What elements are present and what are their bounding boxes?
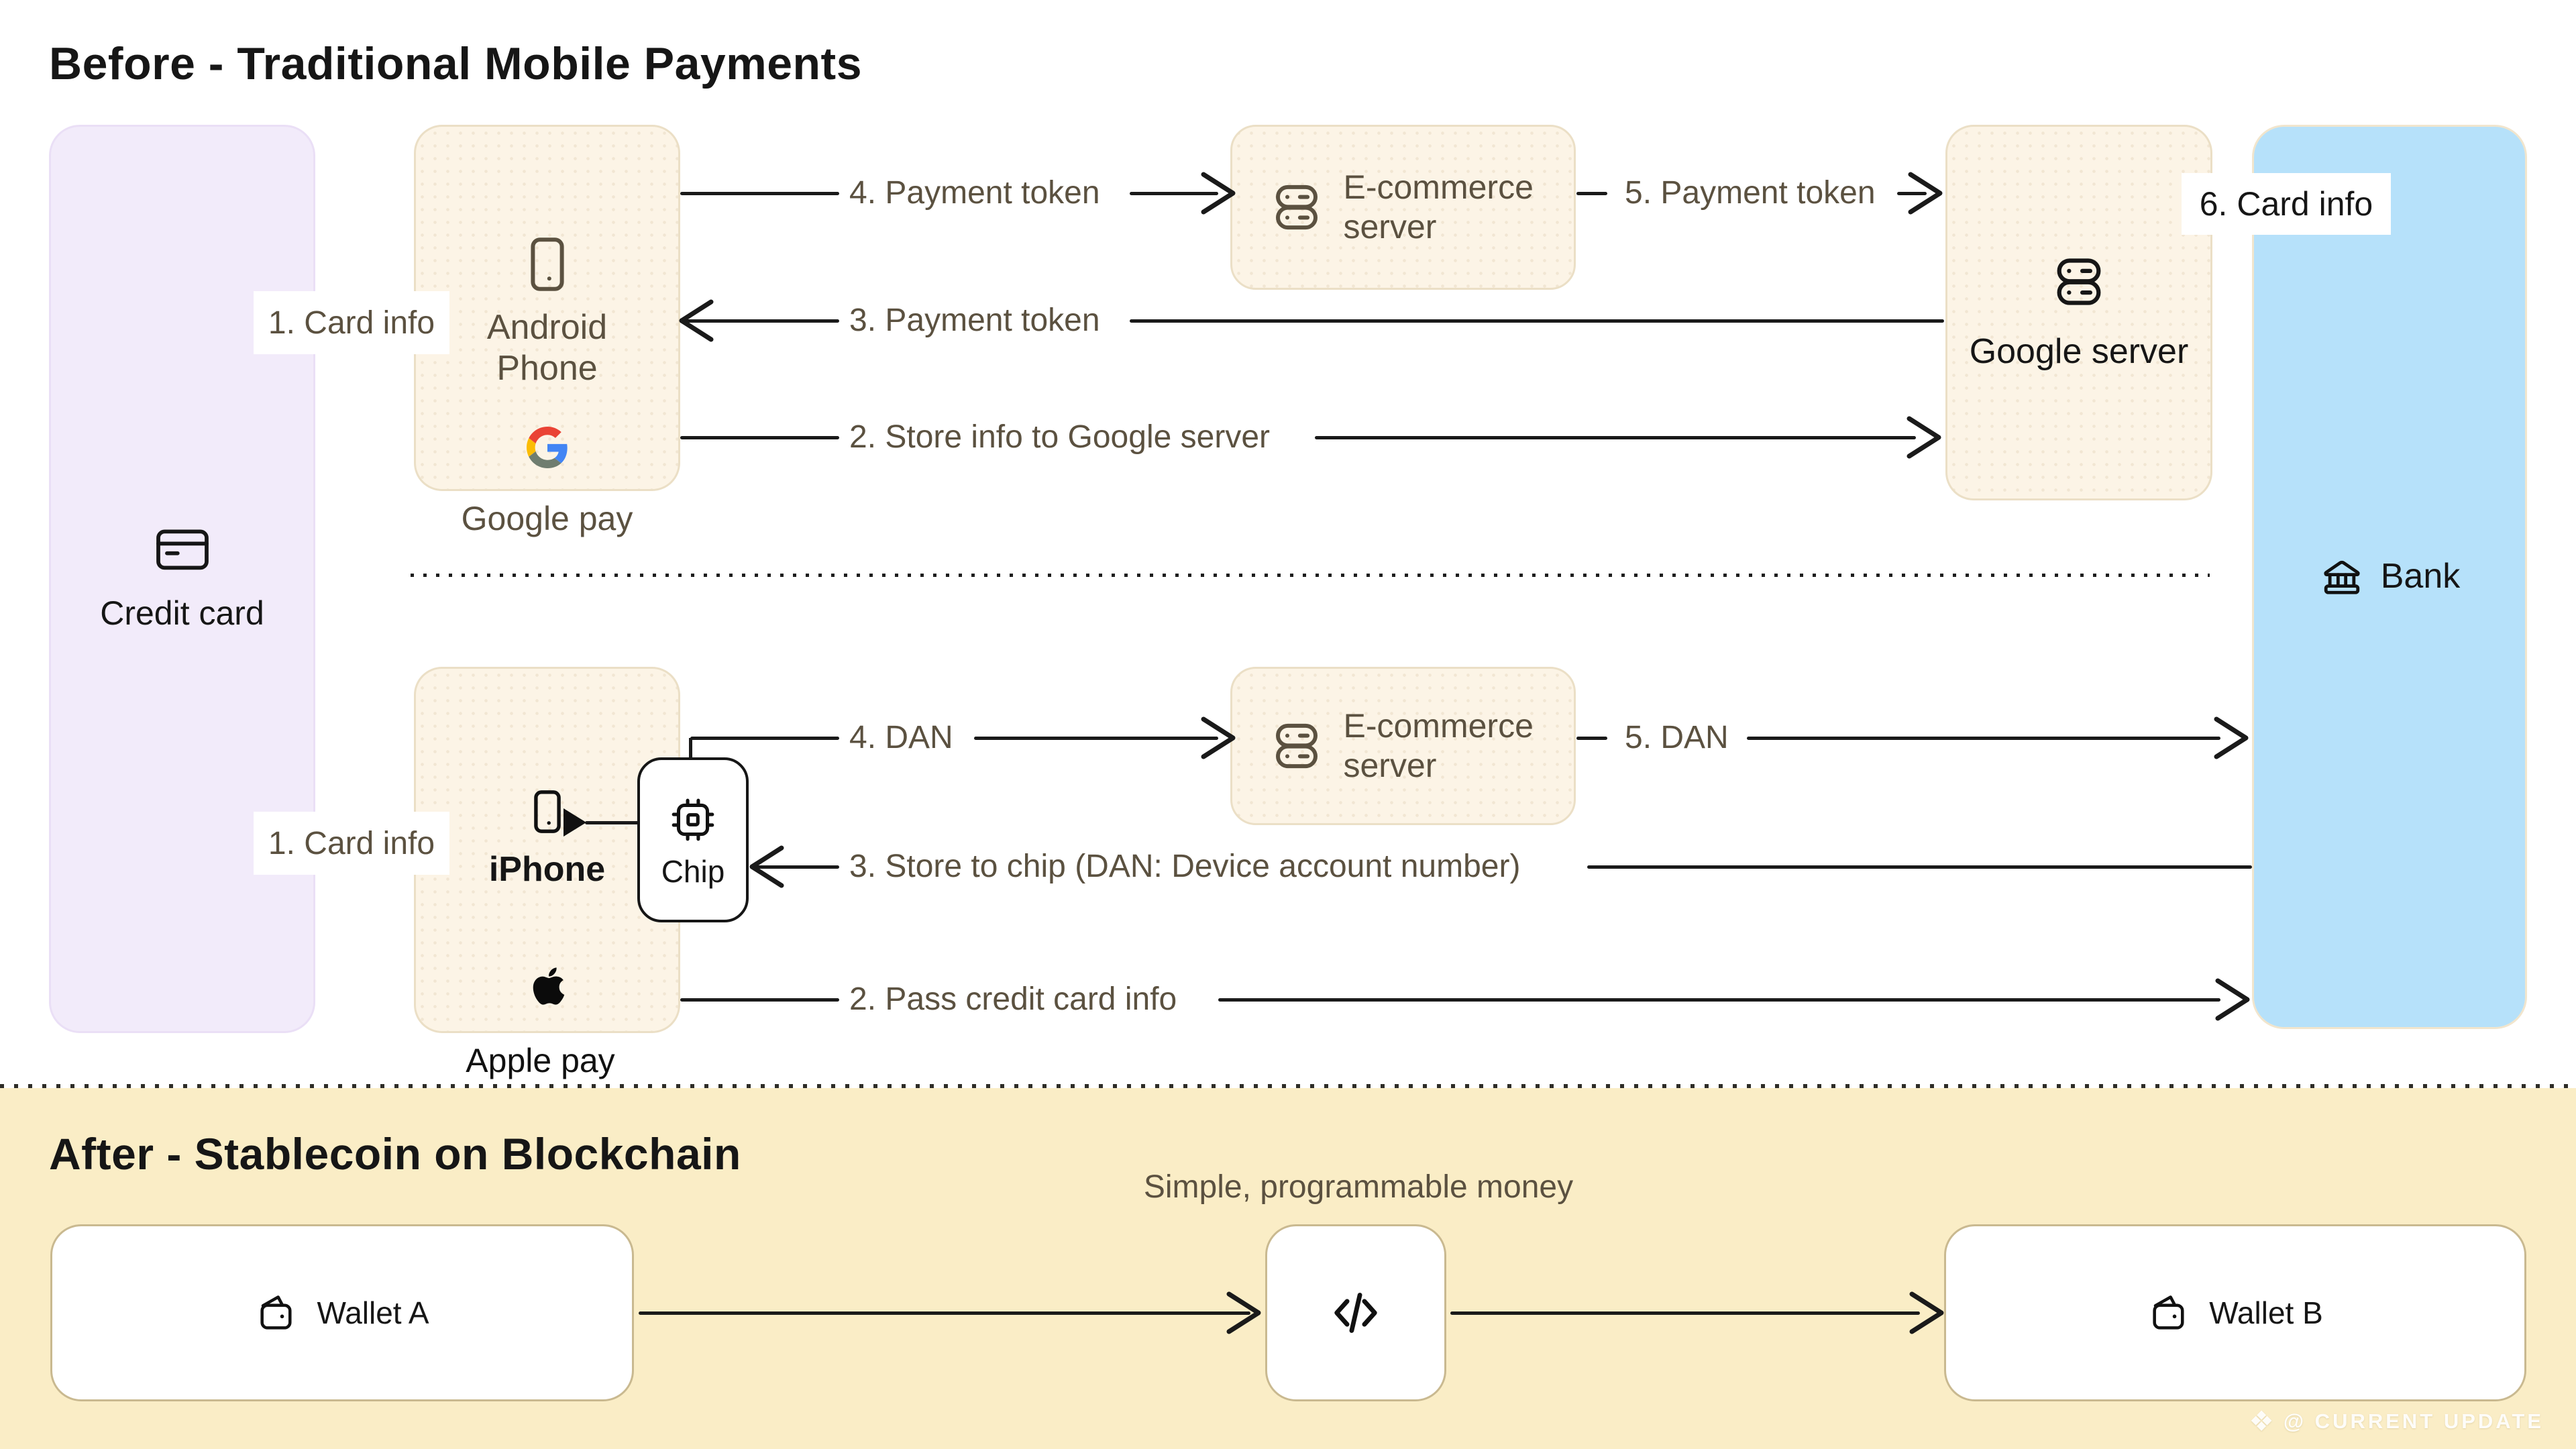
flow-step-label: 3. Payment token [840,301,1110,341]
arrowhead-left-icon [744,843,787,891]
ecommerce-server-top-node: E-commerce server [1230,125,1576,290]
flow-step-label: 2. Store info to Google server [840,417,1279,458]
google-server-label: Google server [1969,332,2189,372]
card-info-step1-chip: 1. Card info [254,812,449,875]
flow-step-label: 2. Pass credit card info [840,979,1187,1020]
arrowhead-right-icon [1904,413,1947,462]
google-logo-icon [527,427,568,468]
arrow-line [1130,192,1218,195]
phone-chip-connector-line [585,821,640,824]
smartphone-icon [515,232,580,297]
chip-node: Chip [637,757,749,922]
arrow-line [684,319,839,323]
arrow-line [1576,192,1607,195]
arrow-line [1747,737,2220,740]
arrowhead-right-icon [1198,169,1241,217]
wallet-icon [255,1291,298,1334]
credit-card-label: Credit card [100,594,264,632]
arrow-line [689,738,692,762]
after-subtitle: Simple, programmable money [1143,1169,1574,1205]
arrowhead-right-icon [1198,714,1241,762]
arrow-line [1897,192,1927,195]
arrow-line [680,436,839,439]
arrow-line [690,737,839,740]
flow-step-label: 5. DAN [1615,718,1738,758]
arrowhead-right-icon [2211,714,2254,762]
android-phone-node: Android Phone [414,125,680,491]
wallet-a-label: Wallet A [317,1295,429,1330]
arrowhead-right-icon [1907,1289,1949,1337]
bank-label: Bank [2380,557,2461,596]
arrow-line [1130,319,1944,323]
arrow-line [1587,865,2252,869]
arrow-line [1576,737,1607,740]
bank-icon [2319,554,2365,600]
credit-card-node: Credit card [49,125,315,1033]
wallet-b-label: Wallet B [2209,1295,2323,1330]
android-phone-label: Android Phone [486,308,608,388]
apple-logo-icon [529,963,568,1009]
card-info-step1-chip: 1. Card info [254,291,449,354]
google-pay-caption: Google pay [461,500,633,537]
server-icon [1269,718,1325,774]
flow-step-label: 4. DAN [840,718,963,758]
ecommerce-server-top-label: E-commerce server [1343,168,1534,246]
wallet-icon [2147,1291,2190,1334]
arrow-line [680,192,839,195]
arrowhead-right-icon [2212,975,2255,1024]
arrow-line [1315,436,1916,439]
phone-chip-connector-triangle [564,808,586,837]
arrowhead-right-icon [1905,169,1948,217]
smartphone-icon [522,786,573,837]
arrow-line [1218,998,2220,1002]
ecommerce-server-bottom-node: E-commerce server [1230,667,1576,825]
arrow-line [974,737,1218,740]
flow-step-label: 4. Payment token [840,173,1110,213]
code-icon [1327,1284,1385,1342]
iphone-node: iPhone [414,667,680,1033]
watermark: ❖ @ CURRENT UPDATE [2249,1407,2544,1436]
iphone-label: iPhone [488,850,606,889]
apple-pay-caption: Apple pay [466,1042,615,1079]
chip-label: Chip [661,853,725,889]
arrowhead-right-icon [1224,1289,1267,1337]
server-icon [1269,179,1325,235]
flow-step-label: 5. Payment token [1615,173,1885,213]
cpu-chip-icon [667,794,718,845]
diamond-logo-icon: ❖ [2249,1405,2274,1437]
credit-card-icon [153,525,212,574]
arrowhead-left-icon [674,297,716,345]
flows-divider-dotted-line [411,574,2210,577]
ecommerce-server-bottom-label: E-commerce server [1343,707,1534,784]
google-server-node: Google server [1945,125,2212,500]
arrow-line [1450,1311,1920,1315]
wallet-a-node: Wallet A [50,1224,634,1401]
arrow-line [639,1311,1250,1315]
bank-node: Bank [2252,125,2527,1029]
server-icon [2049,252,2108,311]
smart-contract-code-node [1265,1224,1446,1401]
sections-divider-dotted-line [0,1084,2576,1088]
arrow-line [755,865,839,869]
before-section-title: Before - Traditional Mobile Payments [49,38,863,89]
wallet-b-node: Wallet B [1944,1224,2526,1401]
after-section-title: After - Stablecoin on Blockchain [49,1129,741,1179]
flow-step-label: 3. Store to chip (DAN: Device account nu… [840,847,1530,887]
arrow-line [680,998,839,1002]
card-info-step6-chip: 6. Card info [2182,173,2391,235]
watermark-text: @ CURRENT UPDATE [2283,1409,2544,1433]
